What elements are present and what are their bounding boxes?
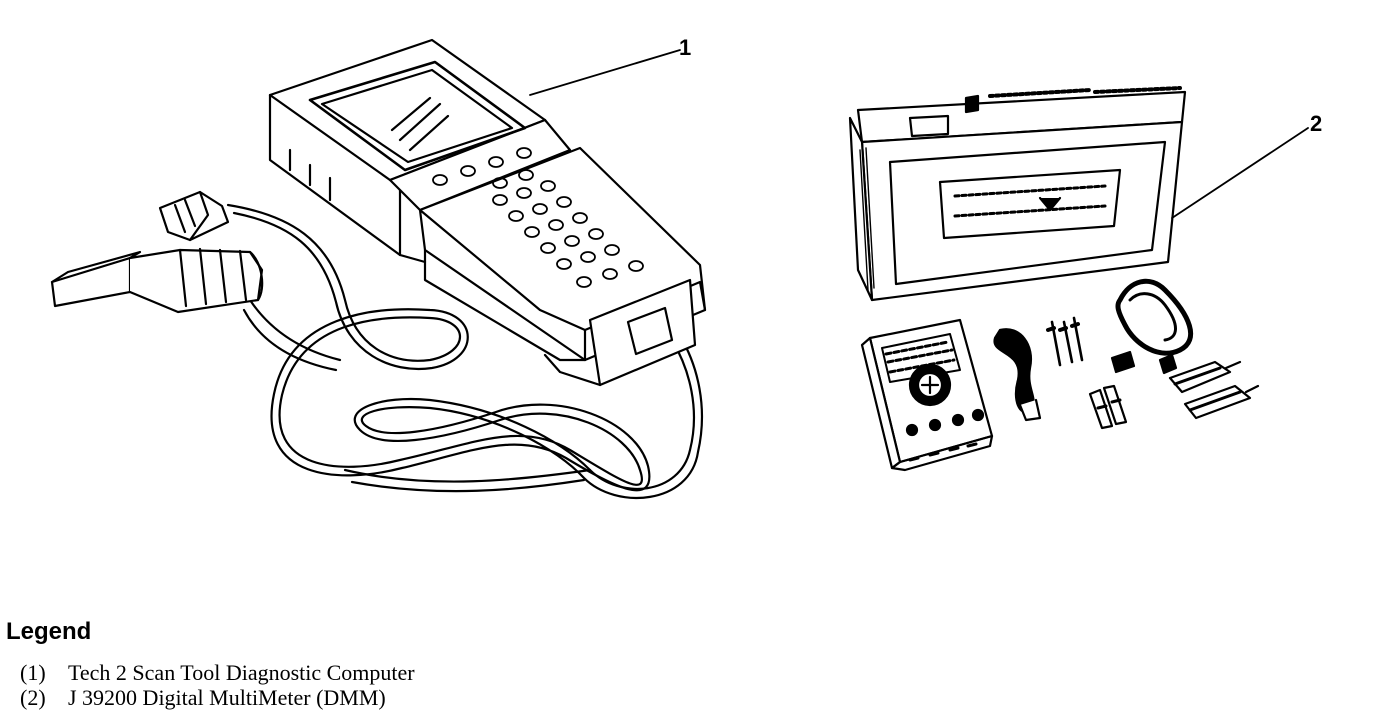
diagnostic-tools-illustration: [50, 38, 1309, 499]
legend-list: (1)Tech 2 Scan Tool Diagnostic Computer …: [20, 660, 415, 710]
dmm-carrying-case: [848, 86, 1187, 302]
legend-item-text: Tech 2 Scan Tool Diagnostic Computer: [68, 660, 415, 685]
legend-item-number: (1): [20, 660, 46, 685]
dlc-connector: [50, 247, 264, 314]
dmm-test-leads: [993, 316, 1128, 430]
legend-item-number: (2): [20, 685, 46, 710]
round-connector: [158, 190, 230, 242]
callout-leader-2: [1171, 127, 1309, 219]
legend-item: (1) Tech 2 Scan Tool Diagnostic Computer: [20, 660, 415, 685]
tech2-body: [268, 38, 707, 387]
dmm-alligator-clips: [1168, 360, 1260, 420]
callout-label-1: 1: [679, 35, 692, 60]
legend-item-text: J 39200 Digital MultiMeter (DMM): [68, 685, 386, 710]
tech2-keypad: [432, 147, 644, 288]
legend-item: (2) J 39200 Digital MultiMeter (DMM): [20, 685, 415, 710]
dmm-cable-loop: [1110, 278, 1194, 375]
callout-label-2: 2: [1310, 111, 1323, 136]
tech2-scan-tool-drawing: [50, 38, 707, 499]
tech2-cable: [226, 203, 704, 499]
callout-leader-1: [529, 49, 681, 96]
dmm-meter: [860, 318, 994, 472]
dmm-kit-drawing: [848, 86, 1309, 472]
legend-title: Legend: [6, 618, 92, 645]
